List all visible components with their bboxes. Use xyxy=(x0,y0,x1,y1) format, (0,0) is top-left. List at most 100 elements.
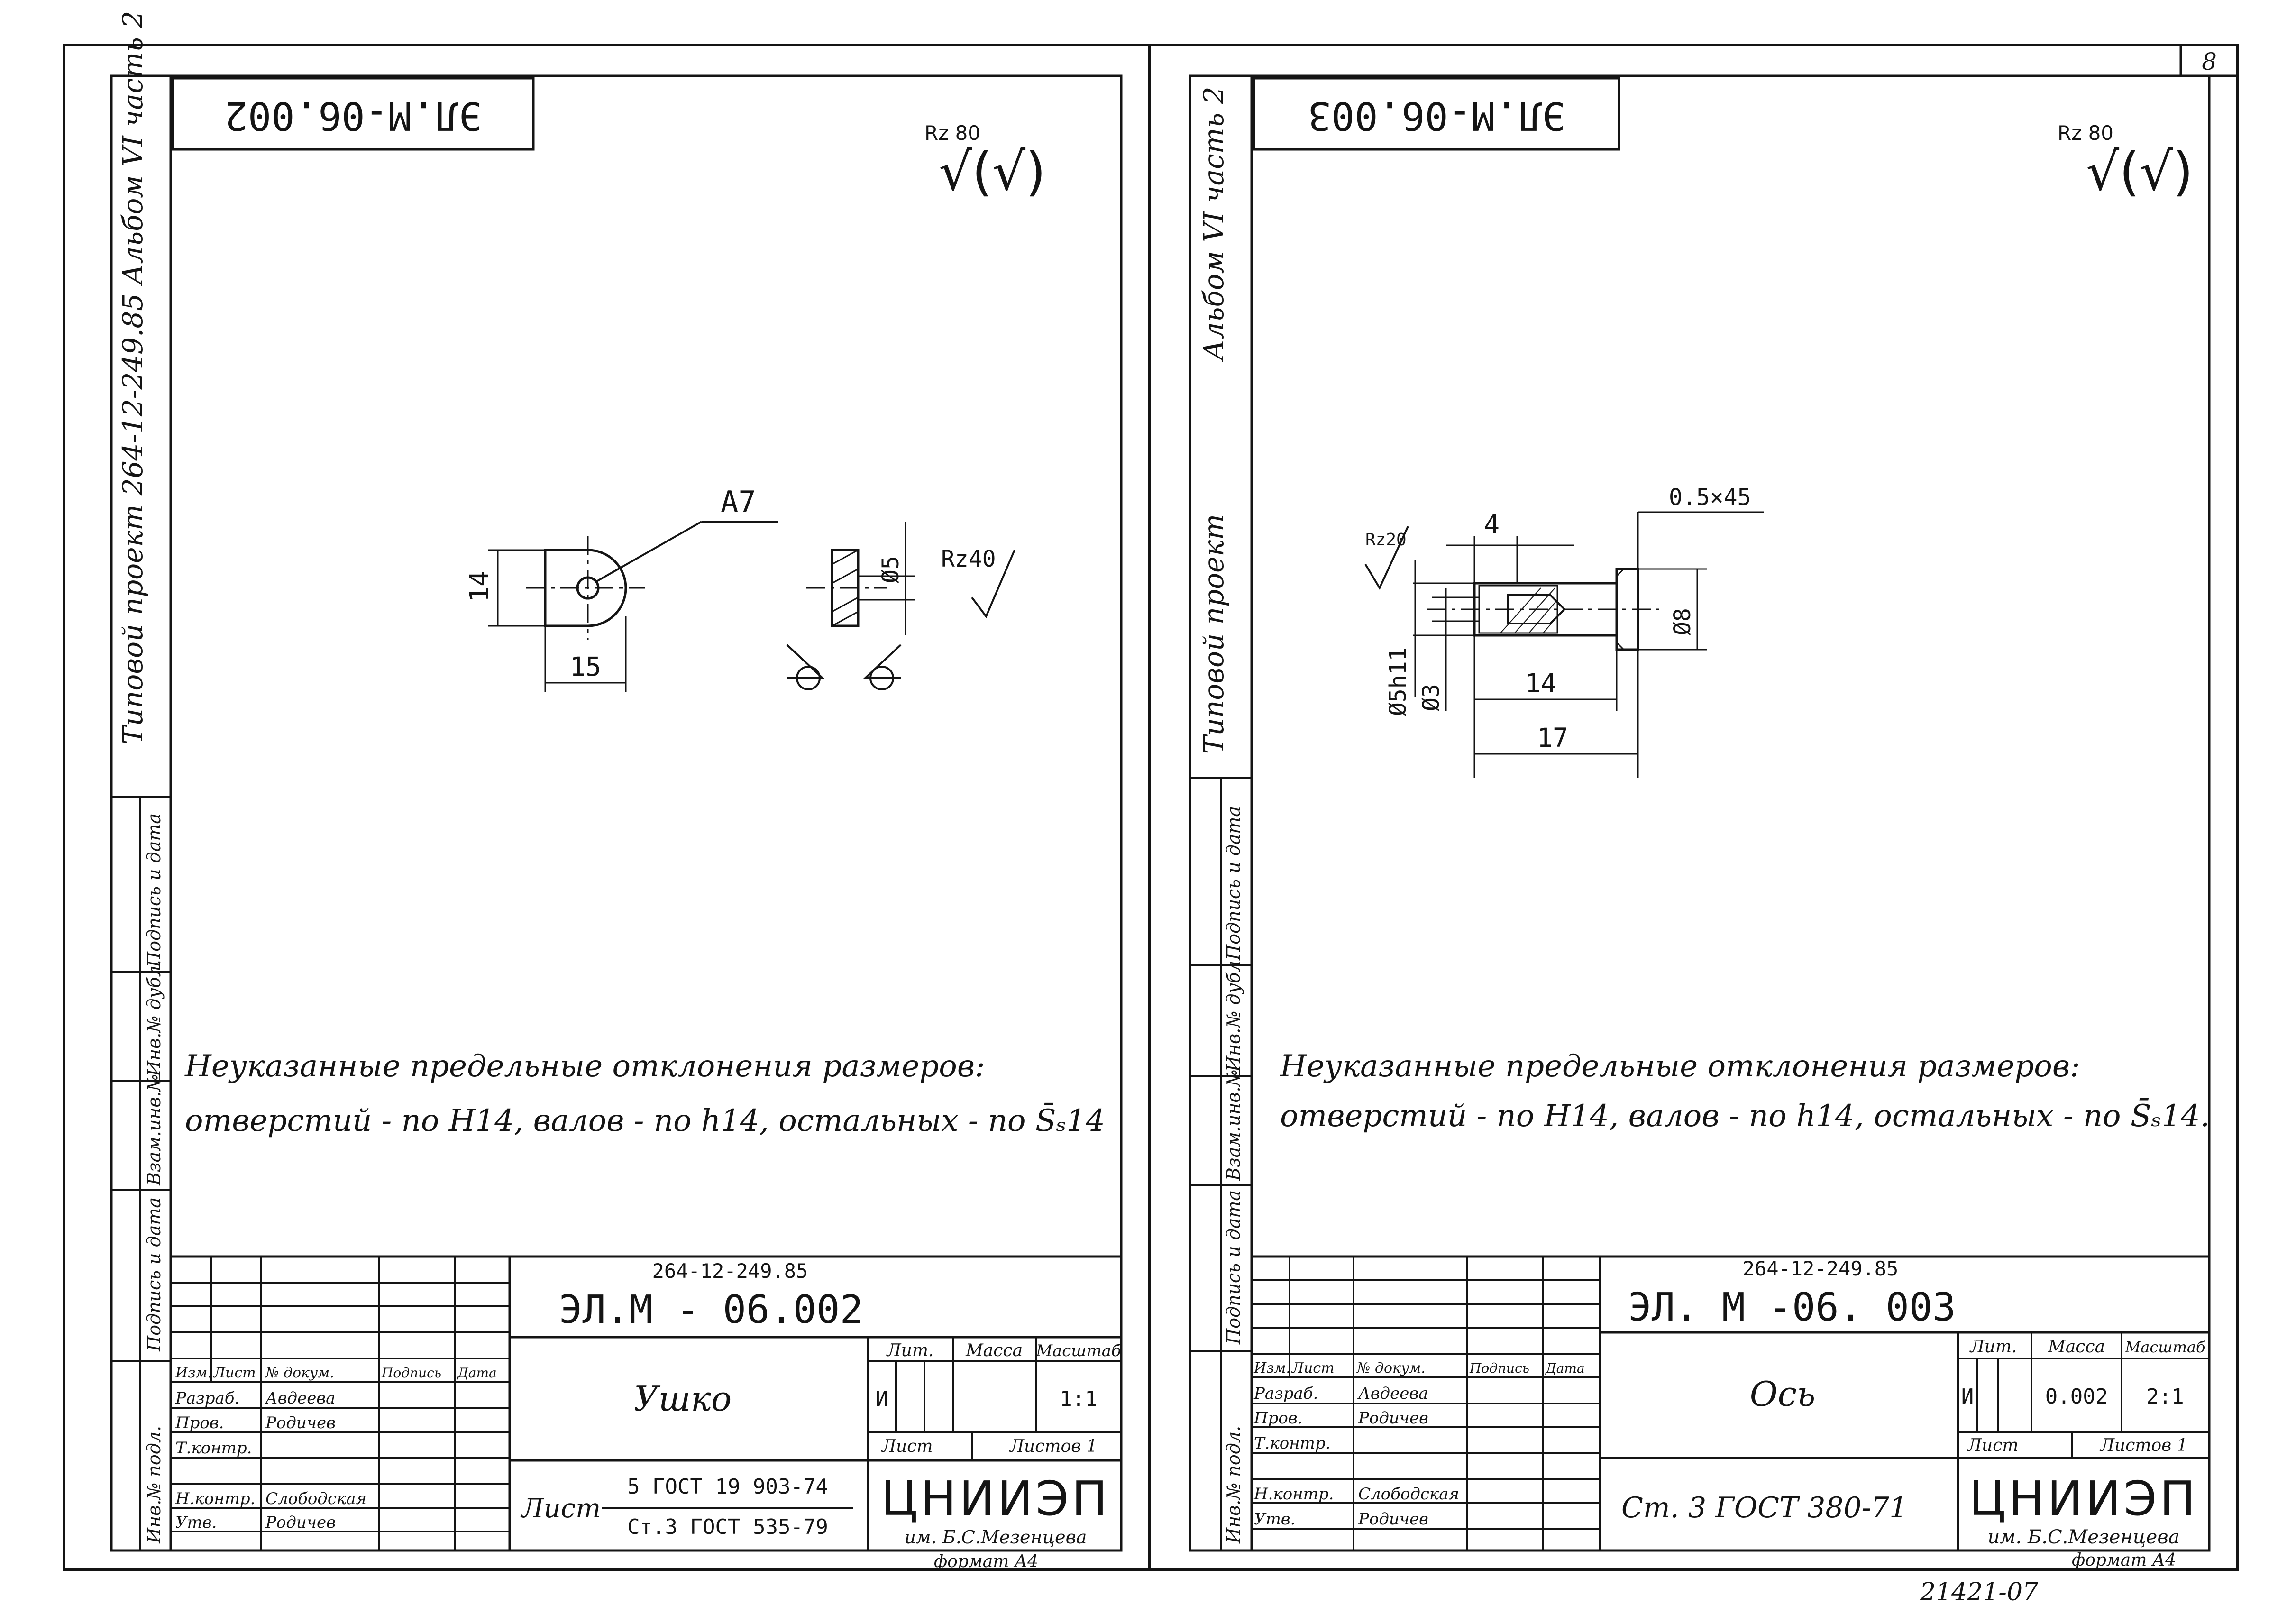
right-header-doc: № докум. xyxy=(1356,1360,1426,1376)
left-header-sign: Подпись xyxy=(381,1365,441,1381)
right-side-label-1: Инв.№ подл. xyxy=(1223,1426,1244,1544)
right-row-role-5: Утв. xyxy=(1254,1510,1295,1529)
left-side-label-2: Подпись и дата xyxy=(144,1197,165,1352)
left-title-rows: Изм. Лист № докум. Подпись Дата Разраб. … xyxy=(175,1365,497,1532)
right-dim-4: 4 xyxy=(1484,509,1500,540)
left-side-label-3: Взам.инв.№ xyxy=(144,1074,165,1186)
left-dim-height: 14 xyxy=(464,571,494,602)
right-sheets-label: Листов 1 xyxy=(2099,1436,2188,1455)
right-material-line1: Ст. 3 ГОСТ 380-71 xyxy=(1621,1491,1907,1524)
right-part-axle xyxy=(1364,511,1764,778)
left-dim-width: 15 xyxy=(570,651,601,682)
right-dim-d3: Ø3 xyxy=(1418,684,1445,711)
left-row-name-2: Родичев xyxy=(265,1413,336,1432)
right-title-rows: Изм. Лист № докум. Подпись Дата Разраб. … xyxy=(1253,1360,1585,1529)
left-part-name: Ушко xyxy=(634,1379,732,1419)
left-side-label-4: Инв.№ дубл. xyxy=(144,960,165,1077)
left-title-block xyxy=(171,1255,1121,1551)
left-part-front-view xyxy=(488,521,1015,692)
right-header-list: Лист xyxy=(1291,1360,1335,1376)
right-row-name-4: Слободская xyxy=(1358,1485,1459,1504)
right-dim-14: 14 xyxy=(1525,668,1556,698)
right-row-name-2: Родичев xyxy=(1358,1409,1428,1428)
right-row-role-4: Н.контр. xyxy=(1253,1485,1334,1504)
left-scale-value: 1:1 xyxy=(1060,1387,1097,1411)
right-row-name-1: Авдеева xyxy=(1357,1384,1428,1403)
right-chamfer: 0.5×45 xyxy=(1669,484,1751,511)
right-side-label-4: Инв.№ дубл. xyxy=(1223,955,1244,1072)
left-row-role-3: Т.контр. xyxy=(175,1439,252,1458)
left-row-name-5: Родичев xyxy=(265,1513,336,1532)
right-lit-label: Лит. xyxy=(1969,1337,2017,1357)
left-project-code: 264-12-249.85 xyxy=(652,1259,808,1283)
right-project-code: 264-12-249.85 xyxy=(1743,1257,1899,1280)
right-sheet: ЭЛ.М-06.003 Rz 80 √(√) Альбом VI часть 2… xyxy=(1190,77,2210,1570)
right-note-line2: отверстий - по Н14, валов - по h14, оста… xyxy=(1280,1098,2210,1134)
right-row-name-5: Родичев xyxy=(1358,1510,1428,1529)
right-roughness-symbol: √(√) xyxy=(2086,141,2193,202)
right-stamp: ЭЛ.М-06.003 xyxy=(1308,93,1565,138)
left-sheet: ЭЛ.М-06.002 Rz 80 √(√) Типовой проект 26… xyxy=(111,11,1121,1571)
left-margin-boxes xyxy=(111,796,171,1551)
left-format: формат А4 xyxy=(934,1552,1038,1571)
left-row-role-1: Разраб. xyxy=(175,1389,239,1408)
page-number: 8 xyxy=(2202,48,2217,75)
right-format: формат А4 xyxy=(2072,1551,2176,1570)
right-doc-code: ЭЛ. М -06. 003 xyxy=(1628,1285,1956,1330)
right-org-sub: им. Б.С.Мезенцева xyxy=(1988,1526,2180,1548)
left-material-line1: 5 ГОСТ 19 903-74 xyxy=(627,1475,828,1499)
left-mass-label: Масса xyxy=(965,1341,1023,1360)
left-material-line2: Ст.3 ГОСТ 535-79 xyxy=(627,1515,828,1539)
right-dim-17: 17 xyxy=(1537,723,1568,753)
right-row-role-2: Пров. xyxy=(1253,1409,1302,1428)
right-note-line1: Неуказанные предельные отклонения размер… xyxy=(1280,1049,2080,1084)
left-material-label: Лист xyxy=(520,1493,601,1524)
left-sheets-label: Листов 1 xyxy=(1009,1437,1098,1456)
left-doc-code: ЭЛ.М - 06.002 xyxy=(559,1287,863,1332)
left-org-name: ЦНИИЭП xyxy=(881,1471,1110,1526)
right-side-label-3: Взам.инв.№ xyxy=(1223,1069,1244,1181)
right-dim-d5: Ø5h11 xyxy=(1385,648,1411,716)
left-roughness-symbol: √(√) xyxy=(939,141,1046,202)
left-row-name-4: Слободская xyxy=(265,1489,366,1508)
page-number-box: 8 xyxy=(2179,44,2239,77)
left-lit-value: И xyxy=(876,1387,888,1411)
left-stamp: ЭЛ.М-06.002 xyxy=(224,93,482,138)
bottom-code: 21421-07 xyxy=(1920,1578,2039,1606)
left-row-role-4: Н.контр. xyxy=(175,1489,255,1508)
left-row-name-1: Авдеева xyxy=(265,1389,335,1408)
left-callout: А7 xyxy=(721,485,756,519)
left-org-sub: им. Б.С.Мезенцева xyxy=(905,1527,1087,1548)
left-side-label-1: Инв.№ подл. xyxy=(144,1426,165,1544)
left-margin-project: Типовой проект 264-12-249.85 Альбом VI ч… xyxy=(117,11,149,744)
right-mass-label: Масса xyxy=(2048,1337,2105,1357)
right-side-label-2: Подпись и дата xyxy=(1223,1190,1244,1345)
right-roughness-label: Rz 80 xyxy=(2058,121,2113,145)
right-header-sign: Подпись xyxy=(1469,1360,1529,1376)
right-row-role-3: Т.контр. xyxy=(1254,1434,1330,1453)
left-sheet-label: Лист xyxy=(881,1437,933,1456)
left-dim-diameter: Ø5 xyxy=(878,556,904,583)
right-org-name: ЦНИИЭП xyxy=(1969,1471,2198,1526)
left-header-izm: Изм. xyxy=(175,1365,212,1381)
left-row-role-5: Утв. xyxy=(175,1513,217,1532)
left-row-role-2: Пров. xyxy=(175,1413,224,1432)
right-margin-boxes xyxy=(1190,777,1252,1551)
right-margin-album: Альбом VI часть 2 xyxy=(1198,86,1230,362)
left-header-doc: № докум. xyxy=(265,1365,334,1381)
right-lit-value: И xyxy=(1961,1385,1974,1409)
left-surface: Rz40 xyxy=(941,546,996,572)
right-sheet-label: Лист xyxy=(1967,1436,2019,1455)
right-title-block xyxy=(1252,1255,2209,1551)
left-roughness-label: Rz 80 xyxy=(924,121,980,145)
left-side-label-5: Подпись и дата xyxy=(144,813,165,968)
right-header-date: Дата xyxy=(1545,1360,1585,1376)
right-header-izm: Изм. xyxy=(1253,1360,1290,1376)
left-lit-label: Лит. xyxy=(886,1341,934,1360)
right-row-role-1: Разраб. xyxy=(1253,1384,1318,1403)
right-part-name: Ось xyxy=(1750,1374,1816,1414)
right-surface: Rz20 xyxy=(1365,530,1407,550)
right-scale-label: Масштаб xyxy=(2124,1338,2205,1356)
left-header-date: Дата xyxy=(457,1365,497,1381)
